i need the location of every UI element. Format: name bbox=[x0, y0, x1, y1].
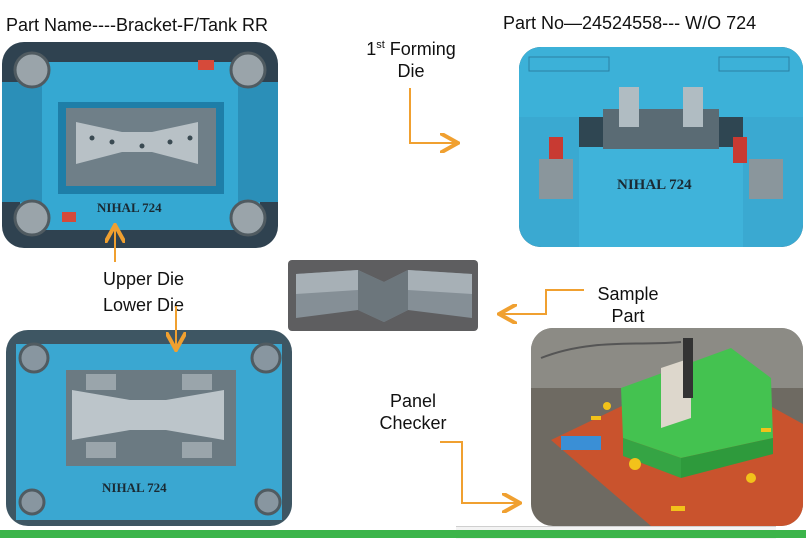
arrow-to-panel-checker bbox=[440, 441, 516, 503]
lower-die-label: Lower Die bbox=[103, 295, 185, 315]
forming-die-line2: Die bbox=[397, 61, 425, 81]
upper-die-photo: NIHAL 724 bbox=[2, 42, 278, 248]
upper-die-stamp: NIHAL 724 bbox=[97, 200, 162, 215]
arrow-to-forming-die bbox=[409, 88, 454, 143]
forming-die-superscript: st bbox=[376, 39, 385, 51]
forming-die-stamp: NIHAL 724 bbox=[617, 177, 692, 193]
panel-checker-label: Panel Checker bbox=[368, 390, 458, 434]
sample-part-line1: Sample bbox=[597, 284, 659, 304]
panel-checker-photo bbox=[531, 328, 803, 526]
lower-die-photo: NIHAL 724 bbox=[6, 330, 292, 526]
panel-checker-line1: Panel bbox=[389, 391, 437, 411]
forming-die-word: Forming bbox=[384, 39, 456, 59]
part-name-label: Part Name----Bracket-F/Tank RR bbox=[6, 15, 269, 35]
forming-die-prefix: 1 bbox=[366, 39, 377, 59]
arrow-to-sample-part bbox=[503, 289, 584, 314]
sample-part-photo bbox=[288, 260, 478, 331]
part-number-label: Part No—24524558--- W/O 724 bbox=[503, 13, 757, 33]
accent-bar bbox=[0, 530, 806, 538]
panel-checker-line2: Checker bbox=[379, 413, 447, 433]
forming-die-photo: NIHAL 724 bbox=[519, 47, 803, 247]
sample-part-label: Sample Part bbox=[582, 283, 674, 327]
upper-die-label: Upper Die bbox=[103, 269, 185, 289]
sample-part-line2: Part bbox=[611, 306, 645, 326]
forming-die-label: 1st Forming Die bbox=[356, 38, 466, 82]
lower-die-stamp: NIHAL 724 bbox=[102, 480, 167, 495]
